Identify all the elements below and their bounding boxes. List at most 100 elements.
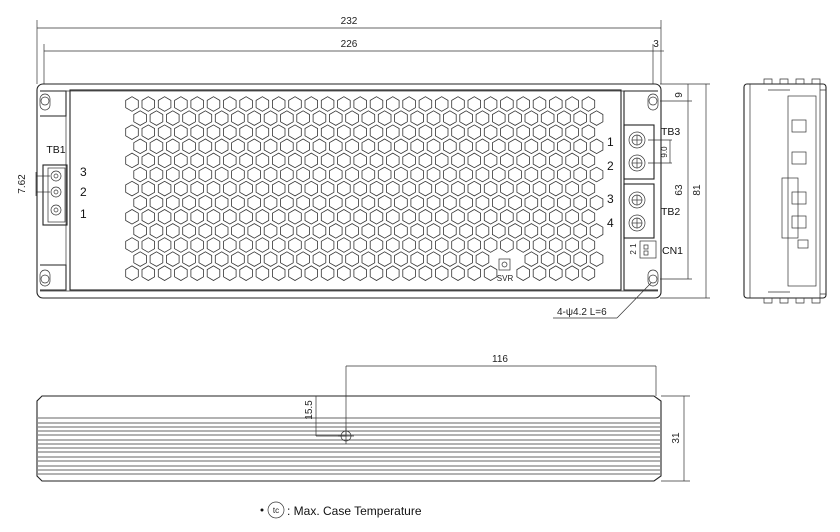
vent-hole (467, 152, 482, 169)
vent-hole (353, 237, 367, 253)
vent-hole (418, 209, 433, 225)
vent-hole (125, 152, 139, 169)
tb2-pin-3: 3 (607, 192, 614, 206)
vent-hole (426, 223, 441, 239)
mounting-hole-leader (553, 282, 652, 319)
vent-hole (459, 138, 473, 155)
vent-hole (475, 166, 490, 183)
vent-hole (410, 194, 425, 211)
vent-hole (581, 152, 596, 169)
vent-hole (491, 194, 506, 211)
vent-hole (475, 251, 490, 267)
vent-hole (223, 124, 237, 140)
vent-hole (377, 194, 392, 211)
vent-hole (410, 138, 425, 155)
vent-hole (133, 138, 147, 155)
vent-hole (386, 124, 400, 140)
vent-hole (141, 180, 156, 197)
tb1-pin-3: 3 (80, 165, 87, 179)
vent-hole (418, 265, 433, 281)
height-81-dimension: 81 (692, 184, 703, 196)
vent-hole (532, 180, 547, 197)
vent-hole (402, 209, 416, 225)
vent-hole (483, 124, 498, 140)
vent-hole (377, 138, 392, 155)
vent-hole (190, 152, 204, 169)
vent-hole (581, 237, 596, 253)
vent-hole (157, 180, 172, 197)
vent-hole (125, 237, 139, 253)
vent-hole (149, 223, 164, 239)
cn1-connector (639, 240, 657, 259)
vent-hole (125, 265, 139, 281)
vent-hole (353, 124, 367, 140)
top-dimension-lines (36, 20, 664, 84)
vent-hole (500, 209, 514, 225)
vent-hole (157, 152, 172, 169)
vent-hole (320, 96, 335, 112)
vent-hole (239, 180, 253, 197)
vent-hole (483, 152, 498, 169)
vent-hole (377, 251, 392, 267)
vent-hole (459, 110, 473, 126)
vent-hole (174, 152, 188, 169)
vent-hole (581, 180, 596, 197)
vent-hole (296, 138, 310, 155)
vent-hole (377, 110, 392, 126)
tb-pitch-dimension: 9.0 (660, 146, 669, 158)
vent-hole (345, 251, 359, 267)
vent-hole (255, 237, 270, 253)
vent-hole (532, 152, 547, 169)
vent-hole (288, 265, 302, 281)
hole-pitch-dimension: 226 (341, 39, 358, 50)
vent-hole (125, 180, 139, 197)
vent-hole (231, 110, 245, 126)
vent-hole (369, 209, 384, 225)
vent-hole (198, 138, 213, 155)
vent-hole (500, 180, 514, 197)
vent-hole (483, 180, 498, 197)
vent-hole (491, 223, 506, 239)
vent-hole (386, 237, 400, 253)
vent-hole (288, 152, 302, 169)
vent-hole (288, 96, 302, 112)
vent-hole (500, 124, 514, 140)
vent-hole (271, 124, 286, 140)
vent-hole (337, 152, 351, 169)
vent-hole (304, 265, 319, 281)
tc-y-dimension: 15.5 (304, 400, 315, 420)
tb1-pitch-dimension: 7.62 (17, 174, 28, 194)
vent-hole (133, 166, 147, 183)
vent-hole (328, 110, 343, 126)
vent-hole (337, 124, 351, 140)
vent-hole (328, 194, 343, 211)
legend-bullet (260, 508, 264, 512)
vent-hole (459, 223, 473, 239)
vent-hole (532, 265, 547, 281)
hole-edge-dimension: 3 (653, 39, 659, 50)
vent-hole (394, 138, 408, 155)
vent-hole (549, 265, 563, 281)
vent-hole (337, 237, 351, 253)
vent-hole (198, 166, 213, 183)
vent-hole (394, 166, 408, 183)
vent-hole (369, 237, 384, 253)
vent-hole (271, 265, 286, 281)
vent-hole (271, 96, 286, 112)
vent-hole (304, 152, 319, 169)
vent-hole (516, 152, 530, 169)
vent-hole (255, 180, 270, 197)
vent-hole (133, 223, 147, 239)
vent-hole (361, 166, 376, 183)
vent-hole (239, 265, 253, 281)
vent-hole (565, 209, 579, 225)
vent-hole (149, 251, 164, 267)
vent-hole (516, 237, 530, 253)
vent-hole (434, 152, 449, 169)
tb2-screw-3 (628, 191, 646, 209)
vent-hole (418, 180, 433, 197)
vent-hole (540, 223, 555, 239)
vent-hole (451, 124, 465, 140)
vent-hole (369, 124, 384, 140)
vent-hole (288, 237, 302, 253)
